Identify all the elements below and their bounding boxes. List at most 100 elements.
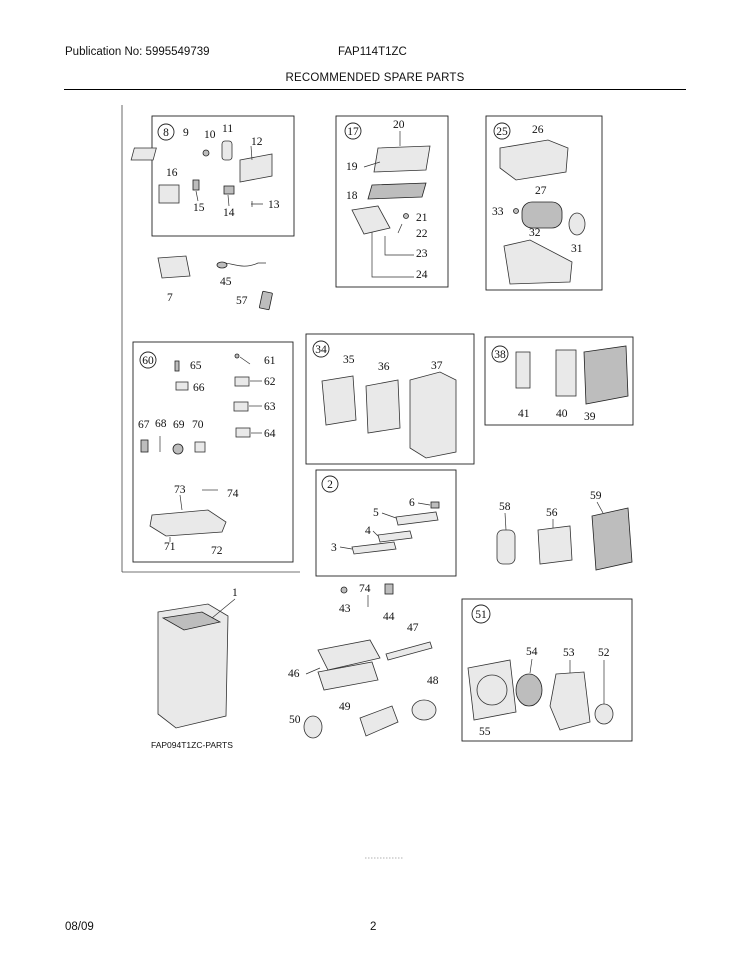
part-27-shape [521, 201, 563, 229]
part-label-32: 32 [529, 227, 541, 239]
part-label-57: 57 [236, 295, 248, 307]
part-label-47: 47 [407, 622, 419, 634]
part-label-1: 1 [232, 587, 238, 599]
leader-line [239, 356, 251, 365]
part-13-shape [251, 201, 263, 207]
leader-line [371, 232, 414, 278]
part-label-41: 41 [518, 408, 530, 420]
part-32-shape [503, 239, 573, 285]
group-38: 38 41 40 39 [484, 336, 634, 426]
part-label-14: 14 [223, 207, 235, 219]
part-label-7: 7 [167, 292, 173, 304]
loose-parts-top: 7 45 57 [157, 255, 273, 311]
part-10-shape [202, 149, 210, 157]
loose-parts-bottom: 1 43 74 44 47 46 48 50 49 FAP094T1ZC-PAR… [151, 583, 439, 750]
group-60: 60 65 61 66 62 63 67 68 69 70 64 73 74 7… [132, 341, 294, 563]
group-25: 25 26 27 33 32 31 [485, 115, 603, 291]
group-51-badge: 51 [475, 609, 487, 621]
part-label-53: 53 [563, 647, 575, 659]
leader-line [363, 161, 381, 168]
group-25-badge-circle [493, 122, 511, 140]
group-51: 51 54 53 52 55 [461, 598, 633, 742]
part-50-shape [303, 715, 323, 739]
group-2-box [315, 469, 457, 577]
part-label-74: 74 [227, 488, 239, 500]
part-label-24: 24 [416, 269, 428, 281]
leader-line [504, 512, 507, 531]
group-34-box [305, 333, 475, 465]
part-label-62: 62 [264, 376, 276, 388]
part-label-16: 16 [166, 167, 178, 179]
part-18-shape [367, 182, 427, 200]
leader-line [195, 190, 199, 202]
group-17-box [335, 115, 449, 288]
group-60-badge: 60 [142, 355, 154, 367]
part-63-shape [233, 401, 249, 412]
part-24-shape [351, 205, 391, 235]
part-label-67: 67 [138, 419, 150, 431]
part-22-shape [397, 223, 403, 234]
part-label-18: 18 [346, 190, 358, 202]
group-25-badge: 25 [496, 126, 508, 138]
leader-line [417, 502, 431, 506]
part-label-65: 65 [190, 360, 202, 372]
part-64-shape [235, 427, 251, 438]
part-73-tray-shape [149, 509, 227, 537]
part-label-19: 19 [346, 161, 358, 173]
part-66-shape [175, 381, 189, 391]
part-58-shape [496, 529, 516, 565]
part-40-shape [555, 349, 577, 397]
part-15-shape [192, 179, 200, 191]
part-6-shape [430, 501, 440, 509]
loose-parts-middle: 58 56 59 [496, 490, 633, 571]
part-label-31: 31 [571, 243, 583, 255]
header-rule [64, 89, 686, 90]
diagram-caption: FAP094T1ZC-PARTS [151, 740, 233, 750]
part-41-shape [515, 351, 531, 389]
part-label-71: 71 [164, 541, 176, 553]
part-4-shape [377, 530, 413, 543]
part-label-52: 52 [598, 647, 610, 659]
part-label-69: 69 [173, 419, 185, 431]
part-label-27: 27 [535, 185, 547, 197]
part-14-shape [223, 185, 235, 195]
part-label-10: 10 [204, 129, 216, 141]
part-label-9: 9 [183, 127, 189, 139]
publication-number: Publication No: 5995549739 [65, 46, 210, 58]
part-label-43: 43 [339, 603, 351, 615]
group-60-box [132, 341, 294, 563]
part-36-shape [365, 379, 401, 434]
part-label-23: 23 [416, 248, 428, 260]
part-label-55: 55 [479, 726, 491, 738]
model-number: FAP114T1ZC [338, 46, 407, 58]
group-2: 2 6 5 4 3 [315, 469, 457, 577]
footer-date: 08/09 [65, 921, 94, 933]
group-34-badge: 34 [315, 344, 327, 356]
group-34-badge-circle [312, 340, 330, 358]
part-11-shape [221, 140, 233, 161]
group-17-badge: 17 [347, 126, 359, 138]
part-54-shape [515, 673, 543, 707]
part-5-shape [395, 511, 439, 526]
part-43-shape [340, 586, 348, 594]
group-25-box [485, 115, 603, 291]
part-label-72: 72 [211, 545, 223, 557]
leader-line [339, 546, 353, 550]
part-61-shape [234, 353, 240, 359]
part-1-cabinet-shape [157, 603, 229, 729]
part-label-6: 6 [409, 497, 415, 509]
part-label-48: 48 [427, 675, 439, 687]
leader-line [372, 530, 379, 537]
part-label-21: 21 [416, 212, 428, 224]
part-65-shape [174, 360, 180, 372]
part-label-73: 73 [174, 484, 186, 496]
group-51-badge-circle [471, 604, 491, 624]
part-label-26: 26 [532, 124, 544, 136]
part-label-70: 70 [192, 419, 204, 431]
part-label-15: 15 [193, 202, 205, 214]
part-67-shape [140, 439, 149, 453]
part-7-shape [157, 255, 191, 279]
group-8: 8 9 10 11 12 16 15 14 13 [130, 115, 295, 237]
part-39-shape [583, 345, 629, 405]
